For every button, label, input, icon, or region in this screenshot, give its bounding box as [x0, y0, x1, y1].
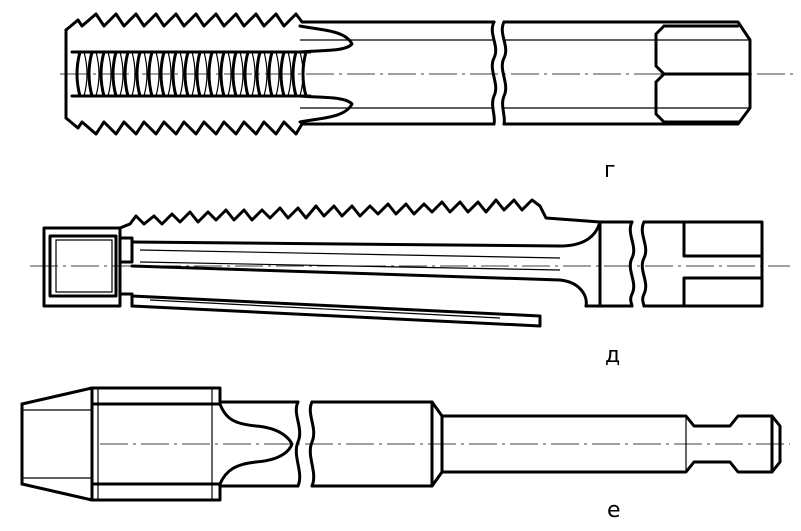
body-top-e: [20, 386, 300, 406]
body-lines-g: [300, 39, 494, 109]
square-flats-g: [662, 24, 752, 124]
break-right-g: [500, 20, 508, 126]
front-pilot-d: [42, 226, 122, 308]
flute-curve-e: [218, 402, 294, 486]
flute-lines-d: [139, 249, 561, 271]
pilot-inner2-d: [55, 239, 113, 293]
thread-teeth-bottom: [64, 116, 496, 136]
figure-label-g: г: [604, 158, 616, 183]
shank-e: [310, 400, 444, 488]
break-left-g: [490, 20, 498, 126]
tap-figure-g: [60, 12, 795, 136]
flute-upper-edge: [130, 220, 602, 248]
body-bottom-e: [20, 482, 300, 502]
break-left-d: [628, 220, 636, 308]
shank-lines-g: [504, 39, 750, 109]
chamfer-lines-e: [22, 409, 92, 479]
inner-thread-coils: [70, 50, 312, 98]
break-right-d: [640, 220, 648, 308]
flute-lower-edge: [130, 264, 588, 308]
break-right-e: [308, 400, 316, 488]
bottom-land-d: [130, 294, 542, 328]
tap-figure-e: [20, 386, 790, 502]
shank-d: [584, 220, 634, 308]
square-end-d: [682, 220, 764, 308]
hex-shank-e: [440, 414, 782, 474]
break-left-e: [294, 400, 302, 488]
flute-stub-bottom: [118, 292, 134, 308]
pilot-inner-d: [48, 234, 118, 298]
flute-stub-top: [118, 236, 134, 264]
figure-label-d: д: [605, 343, 621, 368]
bottom-land-line-d: [149, 299, 501, 319]
thread-teeth-top: [64, 12, 496, 32]
shank-end-d: [642, 220, 764, 308]
tap-figure-d: [30, 198, 790, 328]
flute-bottom: [298, 94, 354, 124]
flute-top: [298, 24, 354, 54]
thread-teeth-d: [118, 198, 602, 230]
figure-label-e: е: [607, 498, 621, 523]
square-end-g: [654, 24, 666, 124]
